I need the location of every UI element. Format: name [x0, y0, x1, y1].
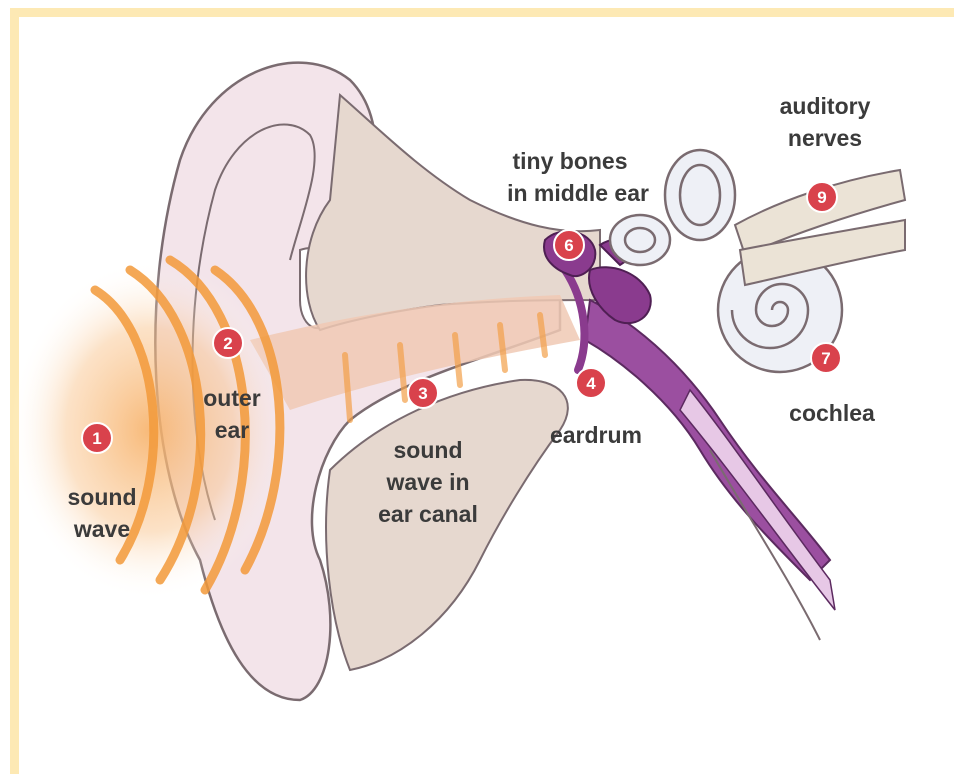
marker-2: 2: [213, 328, 243, 358]
marker-3: 3: [408, 378, 438, 408]
label-auditory-line1: auditory: [780, 93, 871, 119]
svg-text:9: 9: [817, 188, 826, 207]
label-outer-ear-line2: ear: [215, 417, 250, 443]
label-auditory-line2: nerves: [788, 125, 862, 151]
svg-text:2: 2: [223, 334, 232, 353]
label-ear-canal-line3: ear canal: [378, 501, 478, 527]
label-eardrum: eardrum: [550, 422, 642, 448]
label-tiny-bones-line1: tiny bones: [512, 148, 627, 174]
label-outer-ear-line1: outer: [203, 385, 261, 411]
label-ear-canal-line2: wave in: [385, 469, 469, 495]
label-sound-wave-line2: wave: [73, 516, 130, 542]
temporal-bone-upper: [306, 95, 600, 330]
svg-text:4: 4: [586, 374, 596, 393]
marker-4: 4: [576, 368, 606, 398]
label-cochlea: cochlea: [789, 400, 875, 426]
semicircular-canals: [610, 150, 735, 265]
marker-1: 1: [82, 423, 112, 453]
marker-9: 9: [807, 182, 837, 212]
marker-6: 6: [554, 230, 584, 260]
label-ear-canal-line1: sound: [394, 437, 463, 463]
label-sound-wave-line1: sound: [68, 484, 137, 510]
svg-text:1: 1: [92, 429, 101, 448]
svg-text:3: 3: [418, 384, 427, 403]
svg-text:7: 7: [821, 349, 830, 368]
marker-7: 7: [811, 343, 841, 373]
svg-text:6: 6: [564, 236, 573, 255]
label-tiny-bones-line2: in middle ear: [507, 180, 649, 206]
